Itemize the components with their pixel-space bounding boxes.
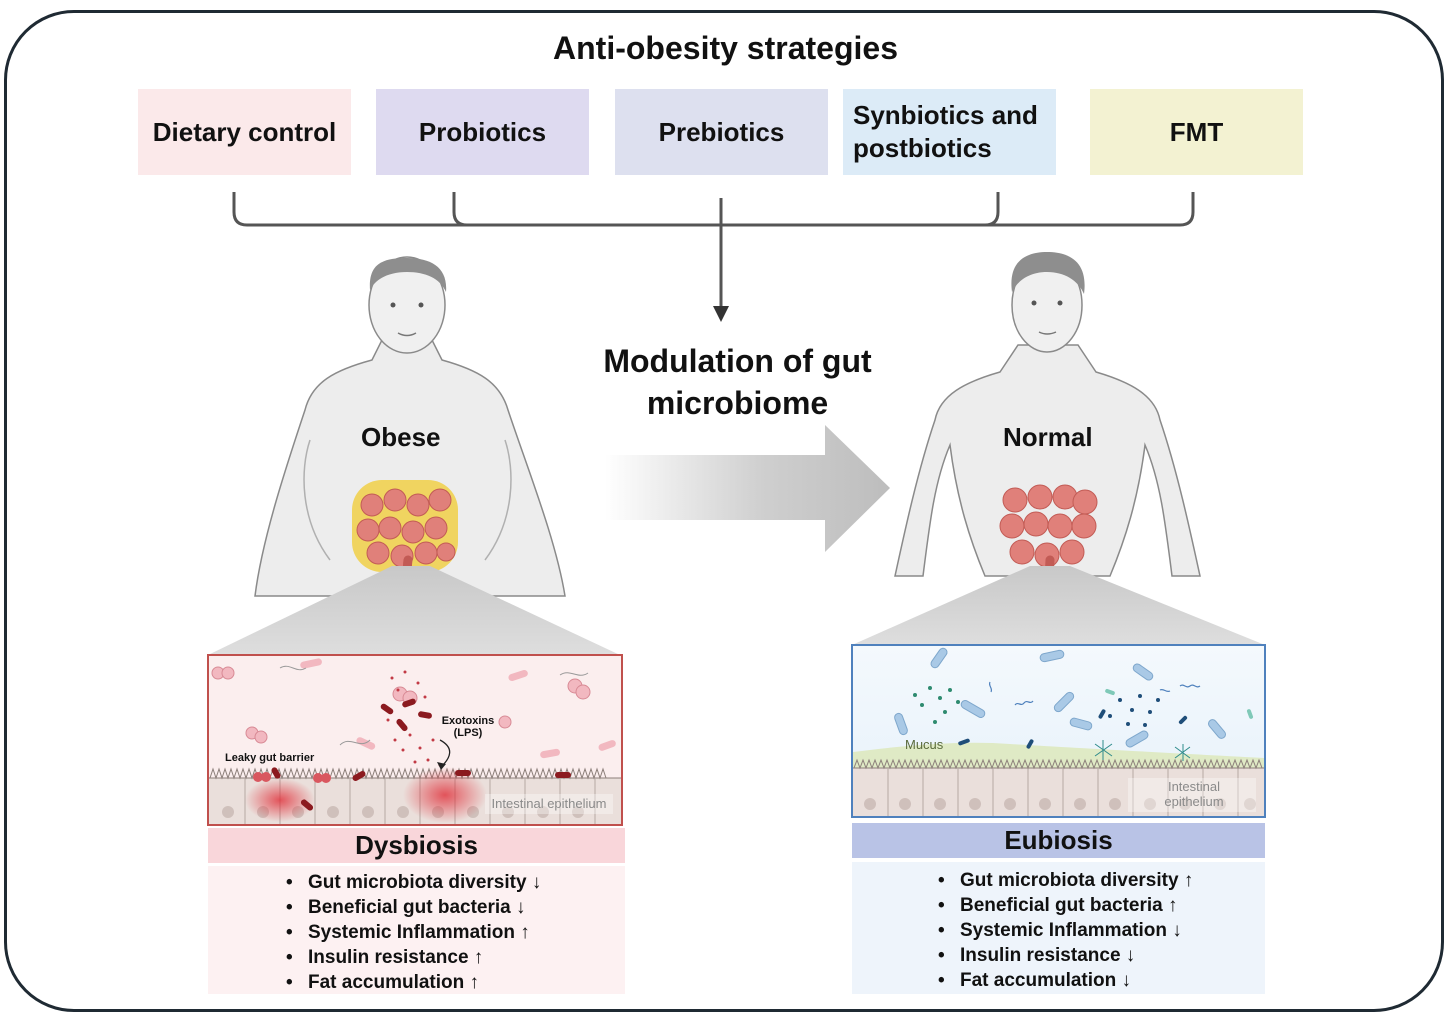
effect-item: Beneficial gut bacteria ↑ (938, 893, 1265, 918)
strategy-dietary-control: Dietary control (138, 89, 351, 175)
dysbiosis-title: Dysbiosis (208, 828, 625, 863)
normal-person-figure (894, 252, 1201, 605)
obese-label: Obese (361, 422, 441, 452)
obese-epithelium-label: Intestinal epithelium (491, 796, 607, 811)
normal-zoom-cone (852, 566, 1265, 645)
effect-item: Gut microbiota diversity ↓ (286, 870, 625, 895)
effect-item: Insulin resistance ↓ (938, 943, 1265, 968)
strategy-prebiotics: Prebiotics (615, 89, 828, 175)
strategy-probiotics: Probiotics (376, 89, 589, 175)
effect-item: Fat accumulation ↓ (938, 968, 1265, 993)
normal-label: Normal (1003, 422, 1093, 452)
leaky-gut-label: Leaky gut barrier (225, 752, 315, 764)
outer-frame (4, 10, 1444, 1012)
down-arrow-head (713, 306, 729, 322)
effect-item: Insulin resistance ↑ (286, 945, 625, 970)
dysbiosis-effects: Gut microbiota diversity ↓ Beneficial gu… (208, 866, 625, 994)
effect-item: Systemic Inflammation ↓ (938, 918, 1265, 943)
normal-epithelium-label: Intestinal epithelium (1164, 779, 1224, 809)
strategy-label: Probiotics (418, 116, 547, 147)
strategy-label: Dietary control (152, 116, 337, 147)
eubiosis-effects: Gut microbiota diversity ↑ Beneficial gu… (852, 862, 1265, 994)
strategy-synbiotics-postbiotics: Synbiotics and postbiotics (843, 89, 1056, 175)
obese-zoom-cone (208, 566, 620, 655)
strategy-bracket (232, 192, 1195, 308)
eubiosis-title: Eubiosis (852, 823, 1265, 858)
strategy-label: FMT (1169, 116, 1224, 147)
effect-item: Systemic Inflammation ↑ (286, 920, 625, 945)
modulation-label: Modulation of gut microbiome (603, 343, 872, 421)
strategy-fmt: FMT (1090, 89, 1303, 175)
strategy-label: Synbiotics and postbiotics (853, 100, 1038, 163)
diagram-title: Anti-obesity strategies (553, 30, 898, 66)
effect-item: Gut microbiota diversity ↑ (938, 868, 1265, 893)
effect-item: Fat accumulation ↑ (286, 970, 625, 995)
effect-item: Beneficial gut bacteria ↓ (286, 895, 625, 920)
obese-person-figure (254, 256, 566, 611)
dysbiosis-inset (207, 654, 623, 826)
mucus-label: Mucus (905, 737, 944, 752)
exotoxins-label: Exotoxins (LPS) (441, 715, 495, 739)
eubiosis-inset (851, 644, 1266, 818)
strategy-label: Prebiotics (658, 116, 785, 147)
transition-arrow (605, 425, 890, 552)
